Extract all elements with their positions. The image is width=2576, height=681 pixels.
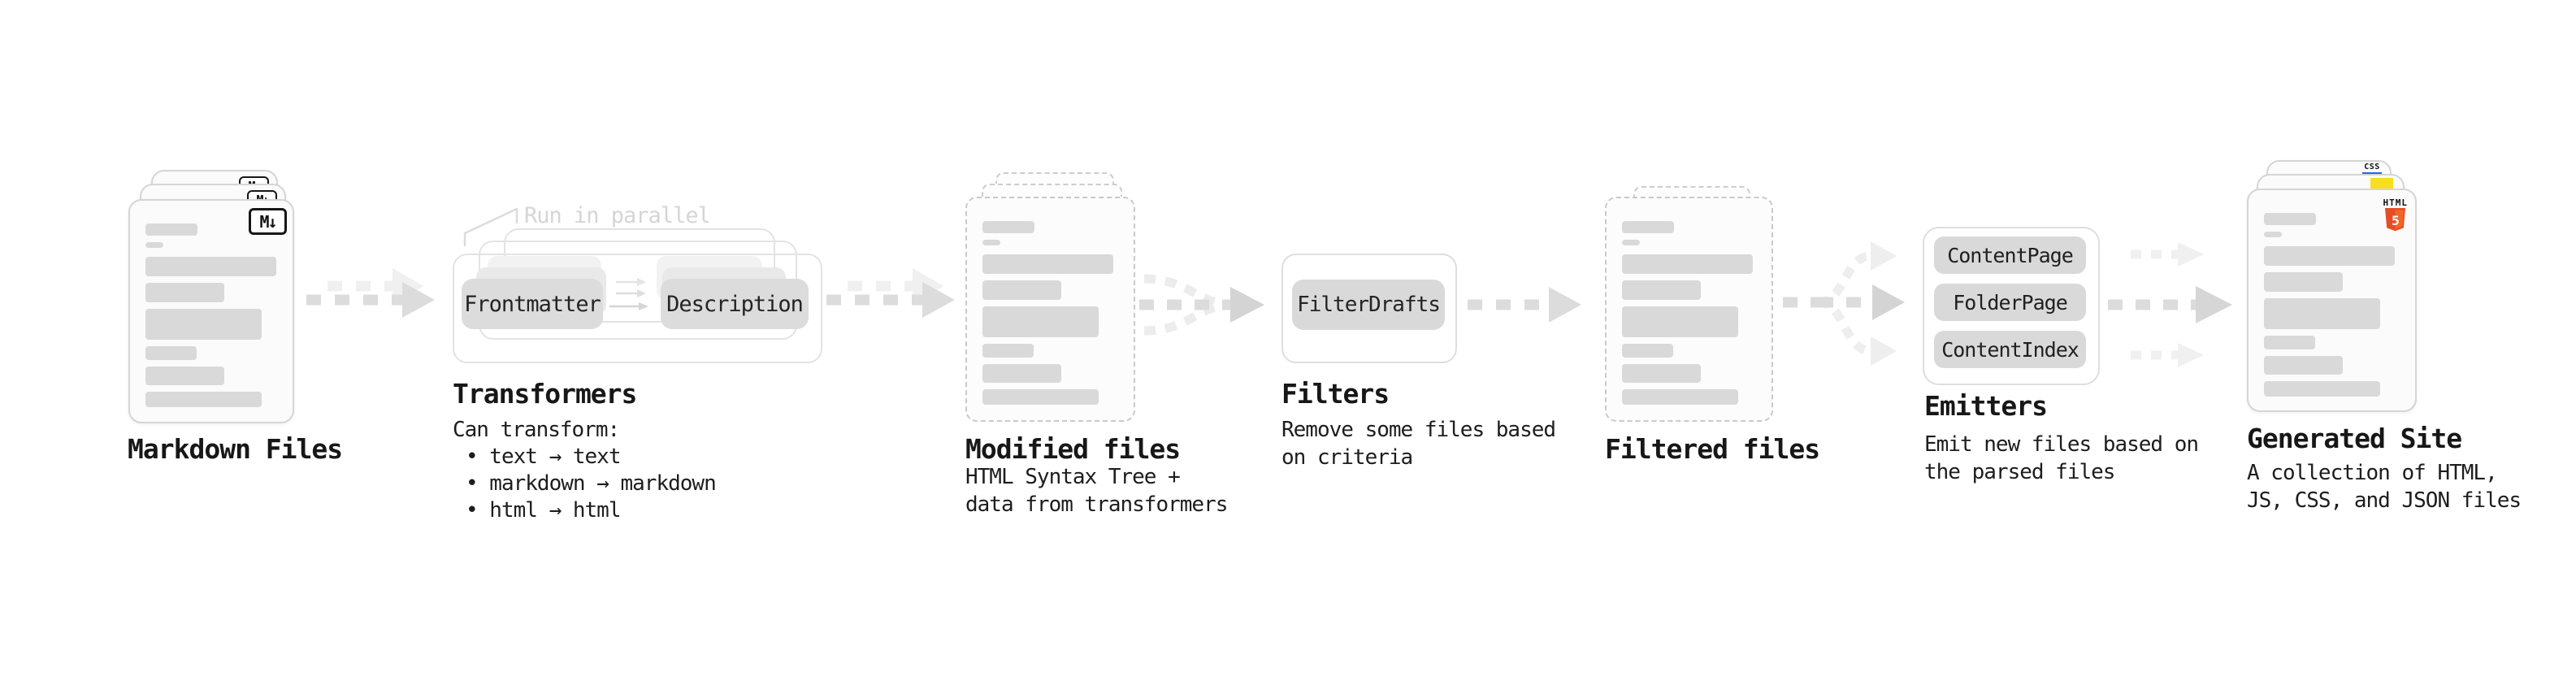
- skeleton-line: [982, 221, 1034, 233]
- skeleton-line: [145, 223, 197, 236]
- svg-text:5: 5: [2392, 213, 2400, 228]
- skeleton-line: [1622, 240, 1640, 245]
- skeleton-line: [982, 364, 1061, 383]
- parallel-transform-arrows: [609, 278, 648, 310]
- skeleton-line: [2264, 381, 2380, 397]
- skeleton-line: [2264, 336, 2315, 349]
- skeleton-text-lines: [982, 221, 1113, 411]
- transformer-node-description: Description: [661, 279, 809, 329]
- site-file-card-html: HTML 5: [2247, 189, 2417, 412]
- skeleton-line: [1622, 364, 1701, 383]
- transformers-description: Can transform: • text → text • markdown …: [453, 416, 717, 524]
- note-callout-line: [463, 207, 518, 246]
- skeleton-line: [982, 344, 1034, 358]
- transformer-layer-front: [453, 254, 822, 363]
- skeleton-line: [2264, 272, 2343, 292]
- skeleton-line: [1622, 280, 1701, 300]
- transform-bullet: • text → text: [466, 445, 621, 469]
- skeleton-line: [2264, 232, 2282, 237]
- markdown-file-card-front: M↓: [128, 199, 294, 423]
- skeleton-line: [145, 309, 262, 340]
- skeleton-line: [1622, 306, 1738, 337]
- flow-arrow-merge-to-filters: [1139, 274, 1264, 336]
- run-in-parallel-note: Run in parallel: [524, 203, 711, 228]
- skeleton-line: [145, 346, 197, 360]
- skeleton-line: [2264, 246, 2395, 266]
- skeleton-line: [1622, 221, 1674, 233]
- stage-title-transformers: Transformers: [453, 378, 637, 410]
- generated-site-description: A collection of HTML, JS, CSS, and JSON …: [2247, 461, 2522, 513]
- filtered-file-card: [1605, 197, 1773, 422]
- skeleton-line: [1622, 389, 1738, 405]
- skeleton-line: [982, 240, 1000, 245]
- filters-description: Remove some files based on criteria: [1281, 418, 1556, 470]
- html5-shield: 5: [2385, 208, 2406, 232]
- stage-title-modified-files: Modified files: [965, 433, 1181, 465]
- emitter-node-folderpage: FolderPage: [1934, 284, 2086, 321]
- css-icon-label: CSS: [2364, 163, 2380, 171]
- stage-title-emitters: Emitters: [1924, 390, 2048, 422]
- transformer-node-frontmatter: Frontmatter: [462, 279, 603, 329]
- skeleton-line: [2264, 356, 2343, 375]
- skeleton-line: [145, 242, 163, 248]
- flow-arrow-split-to-emitters: [1783, 241, 1905, 366]
- skeleton-line: [982, 254, 1113, 274]
- skeleton-line: [982, 306, 1099, 337]
- transform-bullet: • html → html: [466, 498, 621, 523]
- emitters-container: [1923, 227, 2100, 385]
- emitters-description: Emit new files based on the parsed files: [1924, 432, 2199, 484]
- modified-file-card: [965, 197, 1135, 422]
- skeleton-line: [145, 392, 262, 407]
- html5-icon: HTML 5: [2383, 198, 2409, 232]
- skeleton-line: [145, 283, 224, 302]
- transform-bullet: • markdown → markdown: [466, 471, 717, 496]
- skeleton-line: [2264, 298, 2380, 329]
- skeleton-text-lines: [2264, 213, 2395, 403]
- emitter-node-contentpage: ContentPage: [1934, 236, 2086, 274]
- skeleton-text-lines: [145, 223, 276, 414]
- stage-title-markdown-files: Markdown Files: [128, 433, 343, 465]
- markdown-icon: M↓: [249, 208, 287, 235]
- stage-title-filtered-files: Filtered files: [1605, 433, 1820, 465]
- skeleton-line: [982, 280, 1061, 300]
- modified-files-description: HTML Syntax Tree + data from transformer…: [965, 465, 1228, 517]
- stage-title-generated-site: Generated Site: [2247, 423, 2462, 454]
- emitter-node-contentindex: ContentIndex: [1934, 331, 2086, 368]
- filters-container: [1281, 254, 1457, 363]
- can-transform-heading: Can transform:: [453, 418, 620, 442]
- filter-node-filterdrafts: FilterDrafts: [1292, 280, 1445, 330]
- skeleton-line: [982, 389, 1099, 405]
- skeleton-line: [145, 257, 276, 276]
- skeleton-line: [145, 367, 224, 385]
- flow-arrow-markdown-to-transformers: [306, 268, 435, 318]
- stage-title-filters: Filters: [1281, 378, 1390, 410]
- skeleton-line: [2264, 213, 2316, 225]
- skeleton-text-lines: [1622, 221, 1753, 411]
- skeleton-line: [1622, 254, 1753, 274]
- flow-arrow-transformers-to-modified: [826, 268, 955, 318]
- html5-icon-label: HTML: [2383, 197, 2408, 208]
- javascript-icon: [2370, 178, 2393, 189]
- flow-arrows-emitters-to-site: [2108, 242, 2232, 367]
- flow-arrow-filters-to-filtered: [1468, 287, 1581, 323]
- skeleton-line: [1622, 344, 1673, 358]
